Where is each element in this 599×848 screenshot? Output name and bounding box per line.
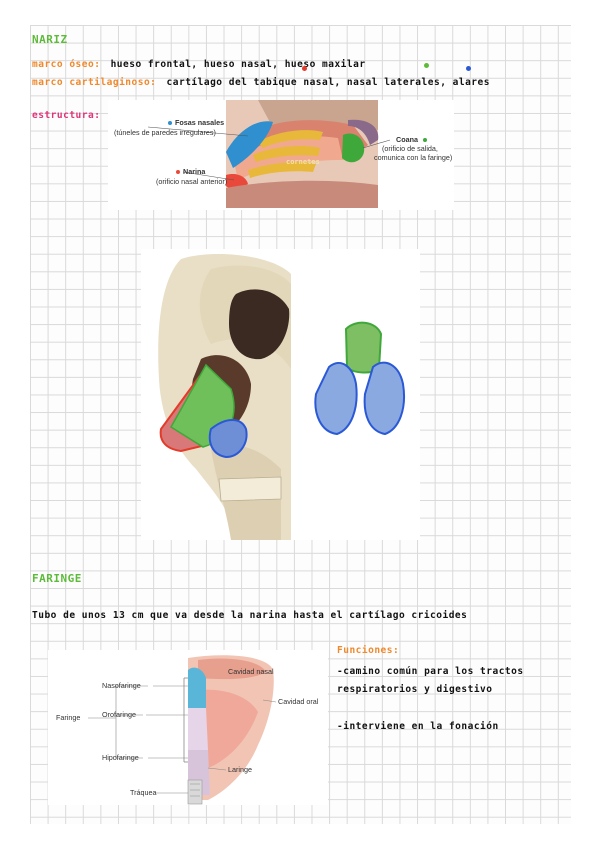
cartilage-frame-line: marco cartilaginoso: cartílago del tabiq… bbox=[32, 70, 490, 89]
structure-label: estructura: bbox=[32, 110, 101, 121]
coana-label: Coana bbox=[396, 135, 430, 145]
bone-frame-line: marco óseo: hueso frontal, hueso nasal, … bbox=[32, 52, 366, 71]
coana-desc-2: comunica con la faringe) bbox=[374, 153, 453, 162]
function-1-line-b: respiratorios y digestivo bbox=[337, 684, 493, 695]
top-margin bbox=[0, 0, 599, 25]
left-margin bbox=[0, 0, 30, 848]
cornetes-label: cornetes bbox=[286, 158, 320, 166]
green-legend-dot bbox=[422, 138, 427, 143]
function-2-line: -interviene en la fonación bbox=[337, 721, 499, 732]
nasofaringe-label: Nasofaringe bbox=[102, 681, 141, 690]
cartilage-frame-text: cartílago del tabique nasal, nasal later… bbox=[166, 77, 490, 88]
functions-label: Funciones: bbox=[337, 645, 400, 656]
cavidad-oral-label: Cavidad oral bbox=[278, 697, 319, 706]
traquea-label: Tráquea bbox=[130, 788, 157, 797]
function-1-line-a: -camino común para los tractos bbox=[337, 666, 524, 677]
faringe-title: FARINGE bbox=[32, 572, 82, 585]
nariz-title: NARIZ bbox=[32, 33, 68, 46]
right-margin bbox=[571, 0, 599, 848]
blue-legend-dot bbox=[168, 121, 172, 126]
green-marker-dot bbox=[424, 63, 429, 68]
fosas-nasales-title: Fosas nasales bbox=[175, 118, 225, 127]
fosas-nasales-label: Fosas nasales bbox=[168, 118, 225, 128]
narina-desc: (orificio nasal anterior) bbox=[156, 177, 228, 186]
skull-illustration bbox=[158, 254, 405, 540]
laringe-label: Laringe bbox=[228, 765, 252, 774]
fosas-nasales-desc: (túneles de paredes irregulares) bbox=[114, 128, 216, 137]
nasal-cavity-figure: cornetes Fosas nasales (túneles de pared… bbox=[108, 100, 454, 210]
orofaringe-label: Orofaringe bbox=[102, 710, 136, 719]
nasal-cavity-illustration bbox=[147, 100, 391, 208]
blue-marker-dot bbox=[466, 66, 471, 71]
narina-title: Narina bbox=[183, 167, 206, 176]
pharynx-figure: Faringe Nasofaringe Orofaringe Hipofarin… bbox=[48, 650, 328, 805]
orange-legend-dot bbox=[176, 170, 180, 175]
narina-label: Narina bbox=[176, 167, 206, 177]
pharynx-illustration bbox=[88, 655, 277, 805]
bone-frame-label: marco óseo: bbox=[32, 59, 101, 70]
red-marker-dot bbox=[302, 66, 307, 71]
faringe-label: Faringe bbox=[56, 713, 81, 722]
bone-frame-text: hueso frontal, hueso nasal, hueso maxila… bbox=[110, 59, 366, 70]
bottom-margin bbox=[0, 824, 599, 848]
cartilage-frame-label: marco cartilaginoso: bbox=[32, 77, 157, 88]
faringe-description: Tubo de unos 13 cm que va desde la narin… bbox=[32, 610, 468, 621]
hipofaringe-label: Hipofaringe bbox=[102, 753, 139, 762]
coana-title: Coana bbox=[396, 135, 418, 144]
skull-nasal-cartilage-figure bbox=[141, 249, 420, 540]
coana-desc-1: (orificio de salida, bbox=[382, 144, 438, 153]
cavidad-nasal-label: Cavidad nasal bbox=[228, 667, 274, 676]
